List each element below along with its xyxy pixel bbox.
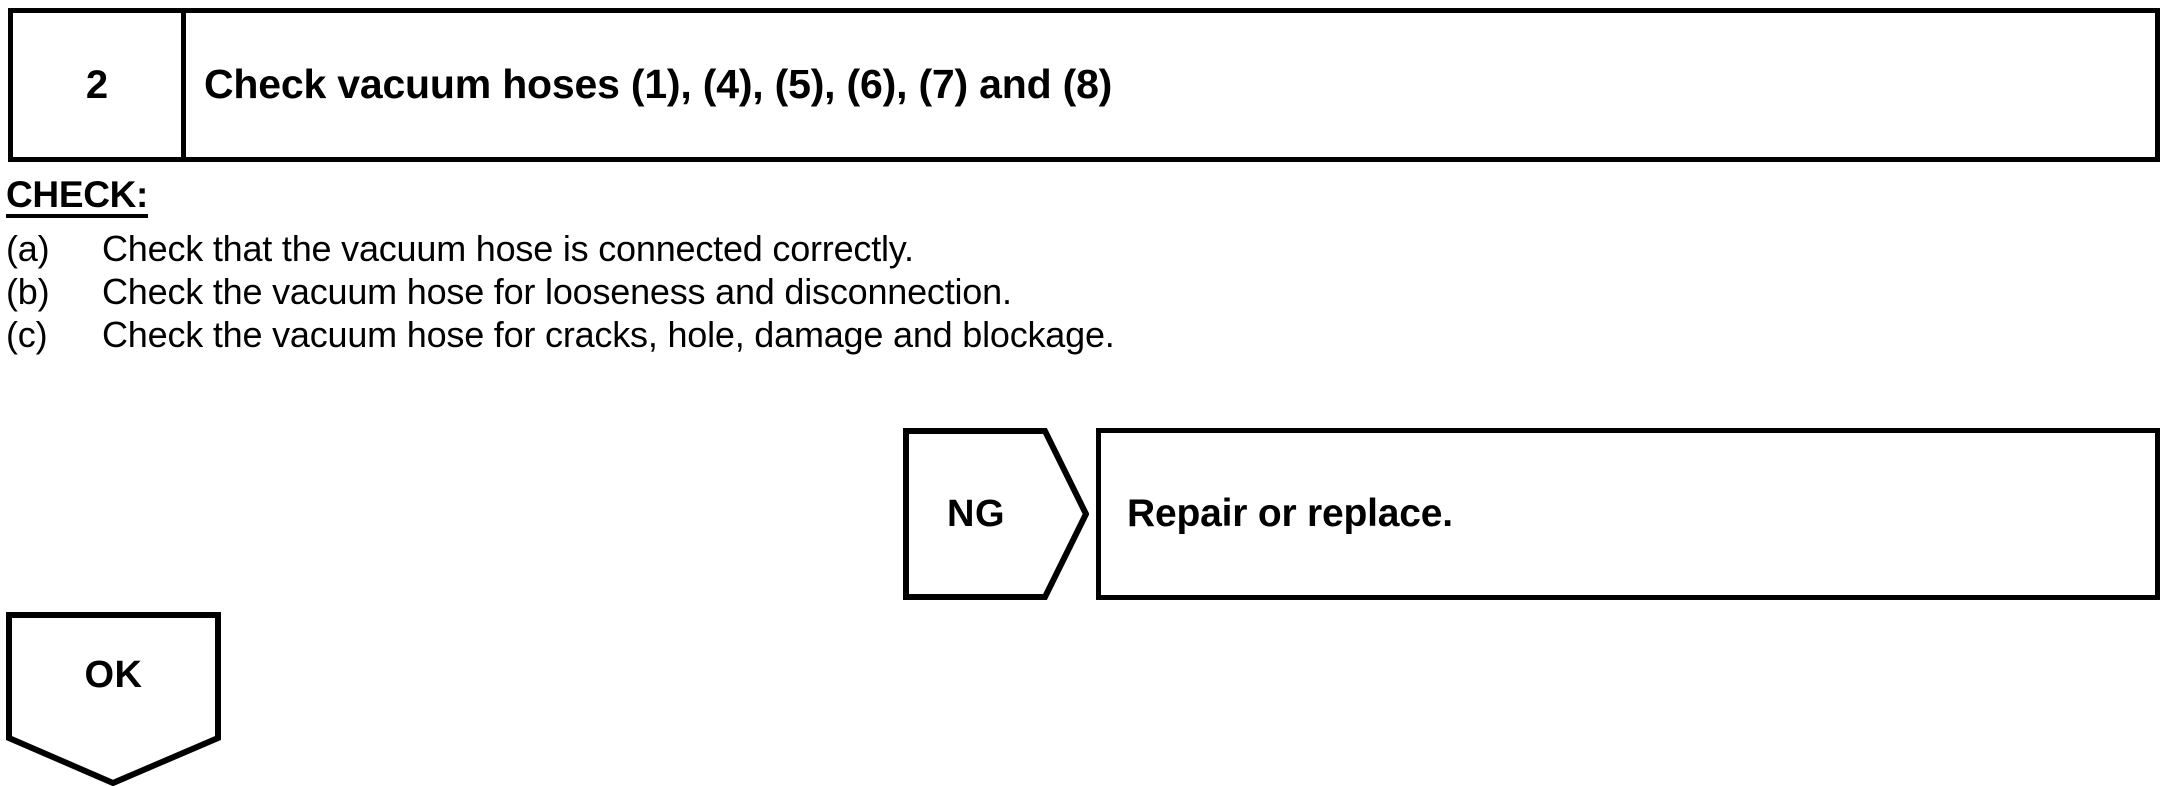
step-number-cell: 2: [13, 13, 186, 157]
ok-arrow-shape: OK: [6, 612, 221, 786]
check-heading: CHECK:: [6, 176, 148, 218]
list-item: (c) Check the vacuum hose for cracks, ho…: [6, 314, 1706, 356]
check-section: CHECK: (a) Check that the vacuum hose is…: [6, 176, 1706, 356]
check-heading-wrapper: CHECK:: [6, 176, 1706, 218]
repair-action-box: Repair or replace.: [1096, 428, 2160, 600]
ok-label: OK: [84, 653, 143, 696]
repair-action-label: Repair or replace.: [1127, 492, 1453, 535]
list-item: (a) Check that the vacuum hose is connec…: [6, 228, 1706, 270]
step-title: Check vacuum hoses (1), (4), (5), (6), (…: [204, 61, 1113, 108]
step-title-cell: Check vacuum hoses (1), (4), (5), (6), (…: [186, 13, 2155, 157]
step-number: 2: [85, 63, 109, 107]
list-item-text: Check the vacuum hose for looseness and …: [102, 270, 1012, 312]
list-item-marker: (b): [6, 270, 50, 312]
ng-label: NG: [947, 492, 1005, 535]
ok-pentagon-icon: [6, 612, 221, 786]
list-item-text: Check that the vacuum hose is connected …: [102, 228, 914, 269]
ng-pentagon-icon: [903, 428, 1089, 600]
check-item-list: (a) Check that the vacuum hose is connec…: [6, 228, 1706, 355]
list-item-marker: (c): [6, 313, 48, 355]
list-item: (b) Check the vacuum hose for looseness …: [6, 271, 1706, 313]
list-item-marker: (a): [6, 228, 50, 269]
list-item-text: Check the vacuum hose for cracks, hole, …: [102, 313, 1115, 355]
step-header-table: 2 Check vacuum hoses (1), (4), (5), (6),…: [8, 8, 2160, 162]
ng-arrow-shape: NG: [903, 428, 1089, 600]
